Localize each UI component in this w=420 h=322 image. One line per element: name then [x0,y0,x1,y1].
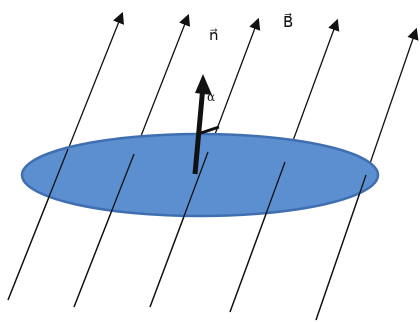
angle-label: α [207,90,215,104]
normal-arrow-head [195,74,212,95]
angle-marker [200,125,220,135]
normal-label: n⃗ [209,26,219,44]
field-lines-front [7,148,367,321]
normal-vector [192,74,212,175]
field-label: B⃗ [283,12,293,31]
